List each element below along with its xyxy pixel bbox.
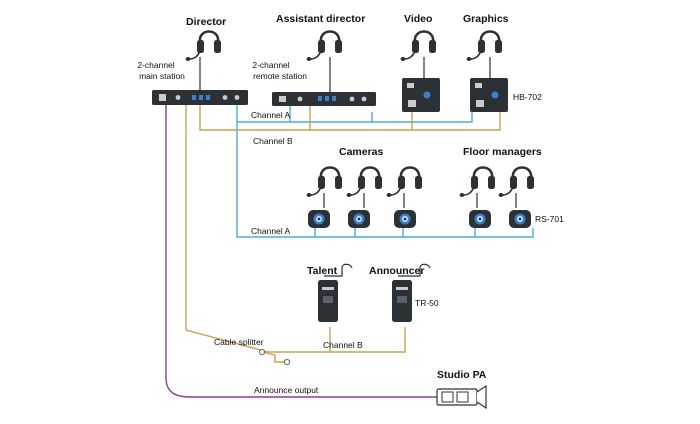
wireless-beltpack-announcer — [392, 263, 431, 322]
heading-announcer: Announcer — [369, 265, 424, 277]
beltpack-camera-3 — [394, 210, 416, 228]
channel-a-cables — [236, 105, 534, 238]
label-announce-output: Announce output — [254, 385, 319, 395]
headset-video — [399, 30, 438, 63]
label-main-station-line1: 2-channel — [137, 60, 174, 70]
headset-camera-1 — [305, 166, 344, 199]
wireless-beltpack-talent — [318, 263, 353, 322]
heading-floor-managers: Floor managers — [463, 146, 542, 158]
rack-remote-station-icon — [272, 92, 376, 106]
heading-cameras: Cameras — [339, 146, 384, 158]
label-channel-b-lower: Channel B — [323, 340, 363, 350]
channel-b-cables — [185, 105, 501, 353]
headset-graphics — [465, 30, 504, 63]
heading-talent: Talent — [307, 265, 338, 277]
heading-video: Video — [404, 13, 432, 25]
label-remote-station-line1: 2-channel — [252, 60, 289, 70]
label-main-station-line2: main station — [139, 71, 185, 81]
desktop-station-graphics — [470, 78, 508, 112]
headset-assistant-director — [305, 30, 344, 63]
speaker-icon — [436, 384, 487, 410]
beltpack-camera-1 — [308, 210, 330, 228]
cable-splitter — [258, 348, 291, 366]
heading-studio-pa: Studio PA — [437, 369, 487, 381]
rack-main-station-icon — [152, 90, 248, 105]
label-rs701: RS-701 — [535, 214, 564, 224]
headset-camera-2 — [345, 166, 384, 199]
label-hb702: HB-702 — [513, 92, 542, 102]
headset-camera-3 — [385, 166, 424, 199]
heading-graphics: Graphics — [463, 13, 509, 25]
label-channel-a-upper: Channel A — [251, 110, 291, 120]
beltpack-floor-manager-1 — [469, 210, 491, 228]
announce-cable — [165, 105, 437, 398]
headset-director — [184, 30, 223, 63]
headset-floor-manager-2 — [497, 166, 536, 199]
label-cable-splitter: Cable splitter — [214, 337, 264, 347]
heading-director: Director — [186, 16, 226, 28]
desktop-station-video — [402, 78, 440, 112]
heading-assistant-director: Assistant director — [276, 13, 365, 25]
headset-floor-manager-1 — [458, 166, 497, 199]
label-remote-station-line2: remote station — [253, 71, 307, 81]
beltpack-camera-2 — [348, 210, 370, 228]
label-tr50: TR-50 — [415, 298, 439, 308]
beltpack-floor-manager-2 — [509, 210, 531, 228]
label-channel-b-upper: Channel B — [253, 136, 293, 146]
label-channel-a-lower: Channel A — [251, 226, 291, 236]
